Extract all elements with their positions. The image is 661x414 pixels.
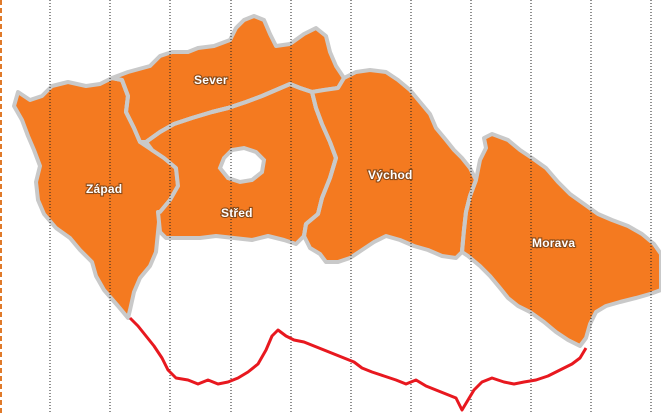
border-sever-stred xyxy=(144,82,313,144)
label-stred: Střed xyxy=(221,206,253,220)
red-route-line xyxy=(128,316,588,412)
border-zapad-sever xyxy=(111,76,146,144)
label-morava: Morava xyxy=(532,236,575,250)
border-stred-vychod xyxy=(302,91,338,237)
label-zapad: Západ xyxy=(86,182,122,196)
label-sever: Sever xyxy=(194,73,228,87)
region-morava[interactable] xyxy=(460,132,661,348)
border-vychod-morava xyxy=(460,179,478,253)
prague-enclave xyxy=(217,145,267,185)
grid-lines xyxy=(49,0,652,414)
label-vychod: Východ xyxy=(368,168,413,182)
